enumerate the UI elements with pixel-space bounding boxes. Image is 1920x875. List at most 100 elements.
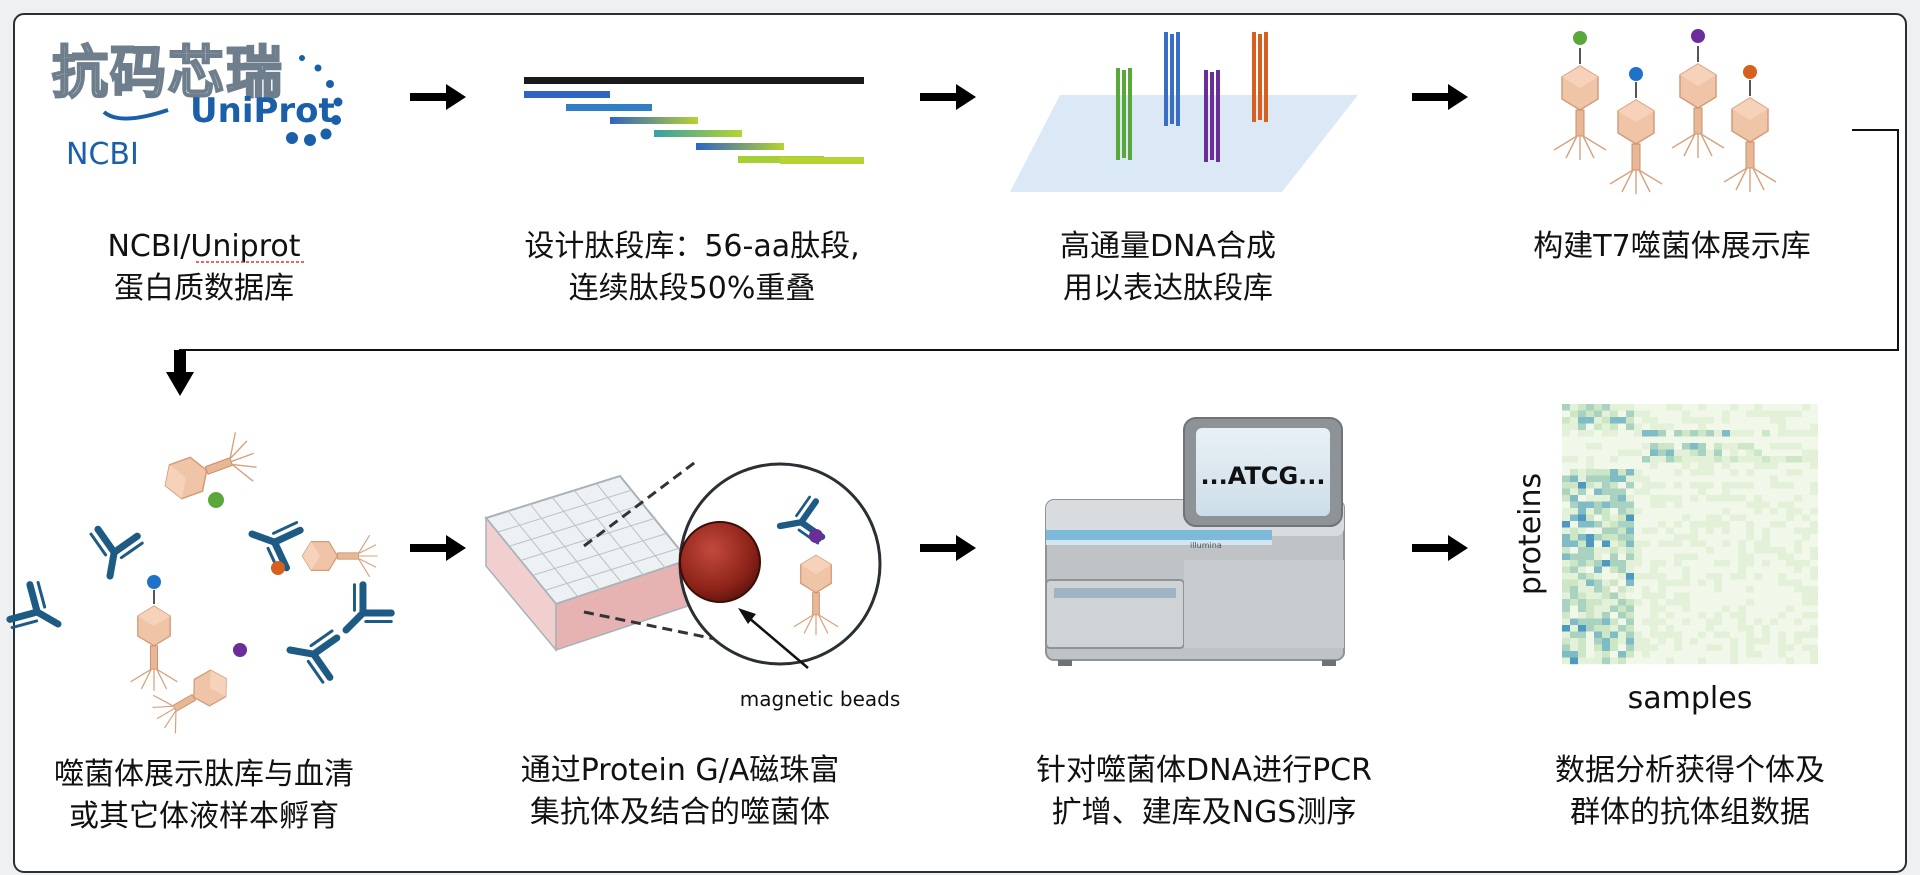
heatmap-cell — [1562, 540, 1570, 548]
heatmap-cell — [1746, 404, 1754, 411]
heatmap-cell — [1754, 469, 1762, 476]
heatmap-cell — [1586, 566, 1594, 574]
heatmap-cell — [1626, 495, 1634, 502]
heatmap-cell — [1746, 521, 1754, 528]
heatmap-cell — [1794, 423, 1802, 431]
heatmap-cell — [1690, 612, 1698, 619]
heatmap-cell — [1794, 540, 1802, 548]
heatmap-cell — [1714, 579, 1722, 587]
heatmap-cell — [1810, 436, 1818, 444]
heatmap-cell — [1770, 631, 1778, 639]
heatmap-cell — [1698, 579, 1706, 587]
heatmap-cell — [1754, 443, 1762, 450]
heatmap-cell — [1698, 521, 1706, 528]
heatmap-cell — [1658, 625, 1666, 632]
heatmap-cell — [1722, 573, 1730, 580]
heatmap-cell — [1602, 644, 1610, 652]
heatmap-cell — [1786, 423, 1794, 431]
heatmap-cell — [1578, 423, 1586, 431]
heatmap-cell — [1634, 404, 1642, 411]
heatmap-cell — [1562, 443, 1570, 450]
heatmap-cell — [1802, 423, 1810, 431]
heatmap-cell — [1690, 417, 1698, 424]
heatmap-cell — [1626, 638, 1634, 645]
heatmap-cell — [1722, 436, 1730, 444]
heatmap-cell — [1578, 560, 1586, 567]
heatmap-cell — [1610, 449, 1618, 457]
heatmap-cell — [1746, 514, 1754, 522]
heatmap-cell — [1722, 540, 1730, 548]
heatmap-cell — [1730, 443, 1738, 450]
heatmap-cell — [1562, 534, 1570, 541]
heatmap-cell — [1658, 605, 1666, 613]
heatmap-cell — [1602, 599, 1610, 606]
heatmap-cell — [1578, 566, 1586, 574]
heatmap-cell — [1730, 469, 1738, 476]
heatmap-cell — [1722, 553, 1730, 561]
heatmap-cell — [1570, 553, 1578, 561]
heatmap-cell — [1674, 495, 1682, 502]
heatmap-cell — [1658, 430, 1666, 437]
heatmap-cell — [1778, 514, 1786, 522]
heatmap-cell — [1778, 657, 1786, 665]
heatmap-cell — [1562, 482, 1570, 489]
heatmap-cell — [1658, 586, 1666, 593]
heatmap-cell — [1762, 579, 1770, 587]
heatmap-cell — [1754, 514, 1762, 522]
heatmap-cell — [1650, 592, 1658, 600]
heatmap-cell — [1634, 436, 1642, 444]
heatmap-cell — [1698, 527, 1706, 535]
heatmap-cell — [1738, 423, 1746, 431]
heatmap-cell — [1786, 469, 1794, 476]
heatmap-cell — [1642, 436, 1650, 444]
heatmap-cell — [1674, 573, 1682, 580]
heatmap-cell — [1738, 592, 1746, 600]
heatmap-cell — [1650, 547, 1658, 554]
heatmap-cell — [1562, 417, 1570, 424]
heatmap-cell — [1762, 657, 1770, 665]
heatmap-cell — [1690, 443, 1698, 450]
heatmap-cell — [1650, 657, 1658, 665]
incubation-icon — [7, 428, 396, 739]
heatmap-cell — [1666, 605, 1674, 613]
heatmap-cell — [1618, 618, 1626, 626]
heatmap-cell — [1658, 553, 1666, 561]
heatmap-cell — [1714, 430, 1722, 437]
heatmap-cell — [1730, 547, 1738, 554]
heatmap-cell — [1602, 534, 1610, 541]
heatmap-cell — [1602, 566, 1610, 574]
heatmap-cell — [1642, 560, 1650, 567]
heatmap-cell — [1802, 612, 1810, 619]
heatmap-cell — [1570, 566, 1578, 574]
heatmap-cell — [1706, 553, 1714, 561]
heatmap-cell — [1714, 404, 1722, 411]
heatmap-cell — [1778, 430, 1786, 437]
heatmap-cell — [1802, 508, 1810, 515]
heatmap-cell — [1682, 547, 1690, 554]
heatmap-cell — [1586, 618, 1594, 626]
heatmap-cell — [1626, 592, 1634, 600]
heatmap-cell — [1738, 547, 1746, 554]
heatmap-cell — [1762, 638, 1770, 645]
heatmap-cell — [1666, 443, 1674, 450]
heatmap-cells — [1562, 404, 1818, 665]
heatmap-cell — [1634, 566, 1642, 574]
heatmap-cell — [1634, 657, 1642, 665]
heatmap-cell — [1578, 417, 1586, 424]
heatmap-cell — [1602, 553, 1610, 561]
heatmap-cell — [1786, 521, 1794, 528]
heatmap-cell — [1610, 560, 1618, 567]
heatmap-cell — [1674, 469, 1682, 476]
heatmap-cell — [1634, 410, 1642, 418]
heatmap-cell — [1666, 456, 1674, 463]
heatmap-cell — [1618, 553, 1626, 561]
heatmap-cell — [1626, 553, 1634, 561]
heatmap-cell — [1778, 638, 1786, 645]
heatmap-cell — [1666, 534, 1674, 541]
heatmap-cell — [1706, 540, 1714, 548]
heatmap-cell — [1802, 605, 1810, 613]
heatmap-cell — [1778, 612, 1786, 619]
heatmap-cell — [1754, 586, 1762, 593]
heatmap-cell — [1786, 599, 1794, 606]
heatmap-cell — [1714, 605, 1722, 613]
